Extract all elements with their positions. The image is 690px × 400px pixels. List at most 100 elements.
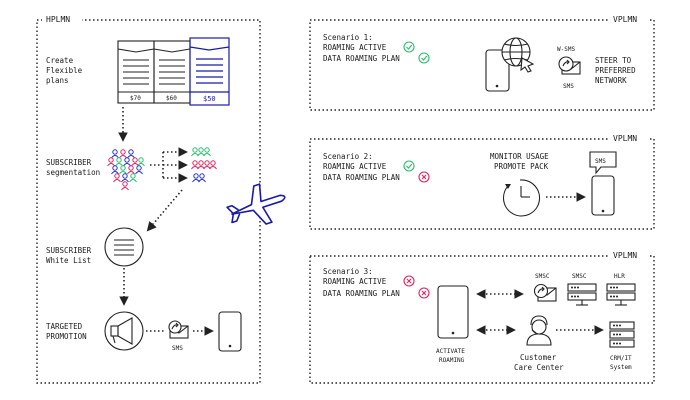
scenario1-region: VPLMN [613, 15, 637, 24]
smsc-server-icon [567, 283, 597, 306]
scenario2-phone-icon[interactable] [591, 175, 615, 216]
plan-card-70[interactable]: $70 [117, 40, 155, 104]
person-icon [131, 157, 139, 167]
scenario3-title: Scenario 3: [323, 267, 373, 276]
customer-care-agent-icon [526, 315, 552, 346]
sms-icon [168, 320, 189, 339]
scenario2-status2-cross-icon [418, 171, 430, 183]
segmentation-label-1: SUBSCRIBER [46, 158, 92, 167]
clock-icon [502, 179, 541, 217]
scenario1-title: Scenario 1: [323, 33, 373, 42]
create-plans-label-2: Flexible [46, 66, 83, 75]
person-icon [203, 147, 211, 157]
scenario3-care-1: Customer [520, 353, 557, 362]
whitelist-label-2: White List [46, 256, 91, 265]
person-icon [107, 157, 115, 167]
person-icon [113, 173, 121, 183]
scenario3-line1: ROAMING ACTIVE [323, 277, 387, 286]
scenario3-crm-2: System [610, 364, 632, 371]
scenario1-sms-label: SMS [563, 83, 574, 90]
create-plans-label-3: plans [46, 76, 69, 85]
megaphone-icon [104, 311, 144, 351]
scenario2-sms-bubble-label: SMS [595, 158, 606, 165]
scenario1-steer-2: PREFERRED [595, 66, 636, 75]
plan-price-70: $70 [130, 95, 141, 102]
scenario2-monitor-2: PROMOTE PACK [494, 162, 549, 171]
person-icon [137, 157, 145, 167]
person-icon [123, 157, 131, 167]
promotion-label-1: TARGETED [46, 322, 83, 331]
whitelist-label-1: SUBSCRIBER [46, 246, 92, 255]
scenario3-smsc2-label: SMSC [572, 273, 587, 280]
hplmn-title: HPLMN [46, 15, 70, 24]
person-icon [119, 165, 127, 175]
person-icon [127, 165, 135, 175]
person-icon [135, 165, 143, 175]
scenario3-border [309, 255, 655, 384]
hlr-server-icon [606, 283, 636, 306]
scenario1-sms-icon [558, 56, 581, 75]
plan-price-60: $60 [166, 95, 177, 102]
scenario1-status2-check-icon [418, 52, 430, 64]
person-icon [203, 160, 211, 170]
segment-green-icon [191, 147, 211, 157]
whitelist-icon [104, 227, 144, 267]
scenario3-panel: VPLMN Scenario 3: ROAMING ACTIVE DATA RO… [309, 249, 655, 384]
person-icon [121, 181, 129, 191]
scenario3-sms-icon [533, 283, 557, 302]
segment-blue-icon [192, 173, 206, 183]
person-icon [198, 173, 206, 183]
scenario1-phone-icon[interactable] [485, 49, 510, 92]
person-icon [119, 149, 127, 159]
scenario2-title: Scenario 2: [323, 152, 373, 161]
scenario3-crm-1: CRM/IT [610, 355, 632, 362]
person-icon [209, 160, 217, 170]
scenario2-status1-check-icon [403, 160, 415, 172]
segmentation-label-2: segmentation [46, 168, 100, 177]
promotion-label-2: PROMOTION [46, 332, 87, 341]
person-icon [127, 149, 135, 159]
scenario2-region: VPLMN [613, 134, 637, 143]
plan-price-50: $50 [203, 95, 216, 103]
scenario3-smsc1-label: SMSC [535, 273, 550, 280]
scenario1-line2: DATA ROAMING PLAN [323, 54, 400, 63]
scenario1-steer-3: NETWORK [595, 76, 627, 85]
arrow-segment-to-whitelist [146, 189, 183, 232]
create-plans-label-1: Create [46, 56, 74, 65]
person-icon [111, 165, 119, 175]
hplmn-panel: HPLMN Create Flexible plans $70 [36, 13, 261, 384]
scenario3-care-2: Care Center [514, 363, 564, 372]
scenario3-activate-2: ROAMING [439, 357, 465, 364]
globe-icon [501, 37, 535, 73]
crm-server-icon [609, 321, 635, 348]
scenario3-phone-icon[interactable] [437, 285, 469, 339]
scenario2-panel: VPLMN Scenario 2: ROAMING ACTIVE DATA RO… [309, 132, 655, 230]
scenario3-region: VPLMN [613, 251, 637, 260]
person-icon [197, 160, 205, 170]
phone-icon[interactable] [218, 311, 242, 352]
scenario2-sms-bubble-icon: SMS [589, 151, 617, 175]
scenario1-steer-1: STEER TO [595, 56, 632, 65]
scenario3-activate-1: ACTIVATE [436, 348, 465, 355]
subscriber-crowd-icon [107, 149, 145, 191]
scenario1-border [309, 19, 655, 111]
plan-card-50[interactable]: $50 [189, 37, 230, 106]
person-icon [129, 173, 137, 183]
promotion-sms-label: SMS [172, 345, 183, 352]
scenario1-panel: VPLMN Scenario 1: ROAMING ACTIVE DATA RO… [309, 13, 655, 111]
segment-red-icon [191, 160, 217, 170]
person-icon [197, 147, 205, 157]
scenario3-line2: DATA ROAMING PLAN [323, 289, 400, 298]
scenario2-line2: DATA ROAMING PLAN [323, 173, 400, 182]
plan-card-60[interactable]: $60 [153, 40, 191, 104]
person-icon [191, 147, 199, 157]
person-icon [115, 157, 123, 167]
person-icon [121, 173, 129, 183]
person-icon [191, 160, 199, 170]
scenario1-wsms-label: W-SMS [557, 46, 575, 53]
person-icon [111, 149, 119, 159]
person-icon [192, 173, 200, 183]
scenario2-border [309, 138, 655, 230]
scenario3-hlr-label: HLR [614, 273, 625, 280]
airplane-icon [226, 183, 286, 225]
